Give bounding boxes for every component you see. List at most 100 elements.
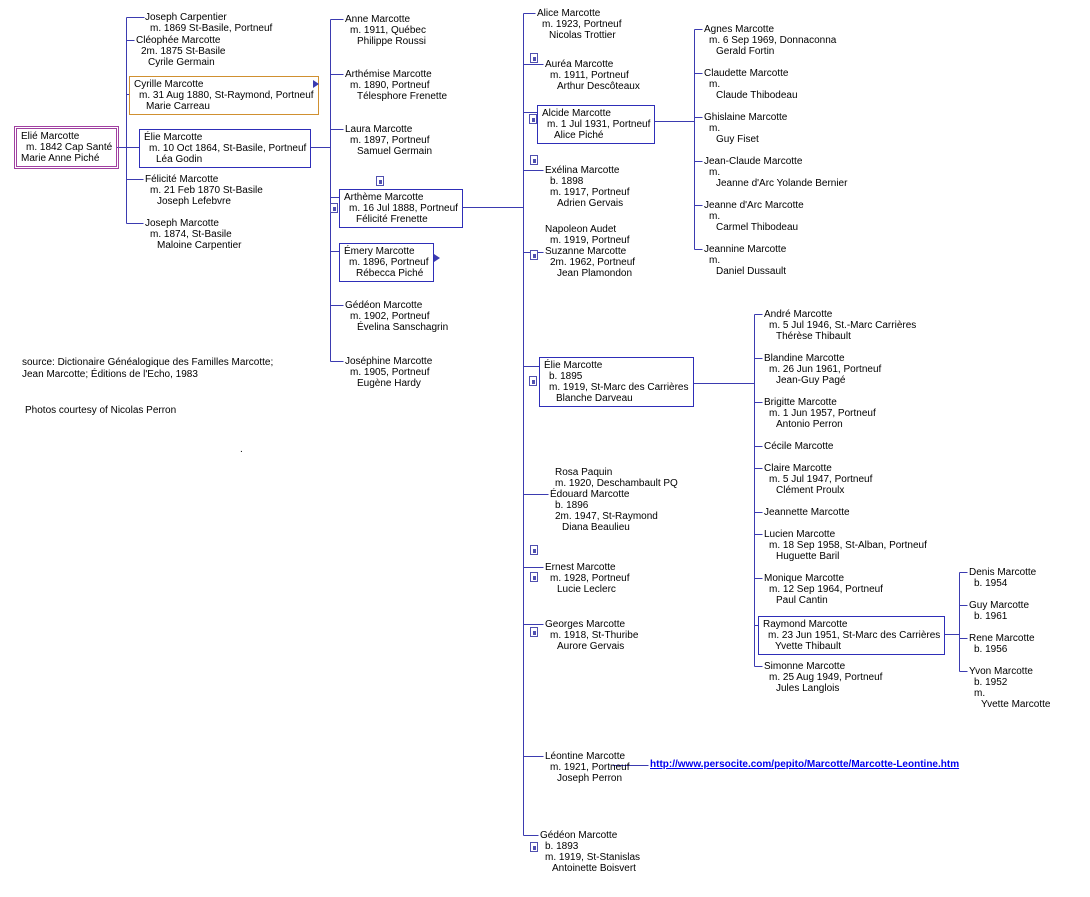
- event-detail: m. 1842 Cap Santé: [26, 142, 113, 153]
- event-detail: 2m. 1962, Portneuf: [550, 257, 636, 268]
- person-name: Joseph Marcotte: [145, 218, 219, 229]
- spouse-name: Adrien Gervais: [557, 198, 624, 209]
- person-cyrille-marcotte: Cyrille Marcotte m. 31 Aug 1880, St-Raym…: [129, 76, 319, 115]
- person-name: Elié Marcotte: [21, 131, 80, 142]
- person-jean-claude-marcotte: Jean-Claude Marcotte m. Jeanne d'Arc Yol…: [704, 156, 847, 189]
- person-elie-marcotte-jr: Élie Marcotte m. 10 Oct 1864, St-Basile,…: [139, 129, 312, 168]
- photo-icon[interactable]: [530, 842, 538, 852]
- event-detail: m. 25 Aug 1949, Portneuf: [769, 672, 883, 683]
- person-name: Simonne Marcotte: [764, 661, 846, 672]
- photo-icon[interactable]: [529, 376, 537, 386]
- source-line-2: Jean Marcotte; Éditions de l'Echo, 1983: [22, 369, 198, 380]
- photo-icon[interactable]: [530, 572, 538, 582]
- event-detail: m. 1920, Deschambault PQ: [555, 478, 678, 489]
- person-edouard-marcotte: Rosa Paquin m. 1920, Deschambault PQ Édo…: [550, 467, 678, 533]
- person-name: Claire Marcotte: [764, 463, 832, 474]
- person-georges-marcotte: Georges Marcotte m. 1918, St-Thuribe Aur…: [545, 619, 638, 652]
- person-agnes-marcotte: Agnes Marcotte m. 6 Sep 1969, Donnaconna…: [704, 24, 836, 57]
- person-name: Cécile Marcotte: [764, 441, 834, 452]
- person-name: Léontine Marcotte: [545, 751, 626, 762]
- person-name: Blandine Marcotte: [764, 353, 845, 364]
- person-anne-marcotte: Anne Marcotte m. 1911, Québec Philippe R…: [345, 14, 426, 47]
- leontine-link[interactable]: http://www.persocite.com/pepito/Marcotte…: [650, 759, 960, 770]
- person-lucien-marcotte: Lucien Marcotte m. 18 Sep 1958, St-Alban…: [764, 529, 927, 562]
- person-name: Gédéon Marcotte: [540, 830, 618, 841]
- person-jeannine-marcotte: Jeannine Marcotte m. Daniel Dussault: [704, 244, 786, 277]
- spouse-name: Évelina Sanschagrin: [357, 322, 449, 333]
- photo-icon[interactable]: [330, 203, 338, 213]
- person-cleophee-marcotte: Cléophée Marcotte 2m. 1875 St-Basile Cyr…: [136, 35, 226, 68]
- person-name: Joseph Carpentier: [145, 12, 227, 23]
- person-name: Alcide Marcotte: [542, 108, 611, 119]
- person-name: Cyrille Marcotte: [134, 79, 204, 90]
- event-detail: m. 1902, Portneuf: [350, 311, 430, 322]
- person-emery-marcotte: Émery Marcotte m. 1896, Portneuf Rébecca…: [339, 243, 434, 282]
- person-name: Auréa Marcotte: [545, 59, 614, 70]
- photo-icon[interactable]: [530, 627, 538, 637]
- person-name: Guy Marcotte: [969, 600, 1030, 611]
- spouse-name: Nicolas Trottier: [549, 30, 616, 41]
- event-detail: m. 1869 St-Basile, Portneuf: [150, 23, 273, 34]
- event-detail: m. 1919, St-Marc des Carrières: [549, 382, 689, 393]
- connector-gen4-gen5-elie: [670, 314, 763, 667]
- person-joseph-carpentier: Joseph Carpentier m. 1869 St-Basile, Por…: [145, 12, 272, 34]
- spouse-name: Diana Beaulieu: [562, 522, 630, 533]
- continuation-arrow-icon: [313, 80, 319, 88]
- person-andre-marcotte: André Marcotte m. 5 Jul 1946, St.-Marc C…: [764, 309, 916, 342]
- person-name: Élie Marcotte: [144, 132, 203, 143]
- event-detail: m. 1917, Portneuf: [550, 187, 630, 198]
- continuation-arrow-icon: [434, 254, 440, 262]
- person-name: Jeannette Marcotte: [764, 507, 850, 518]
- event-detail: m. 5 Jul 1947, Portneuf: [769, 474, 873, 485]
- event-detail: m. 1919, St-Stanislas: [545, 852, 641, 863]
- person-cecile-marcotte: Cécile Marcotte: [764, 441, 833, 452]
- photo-icon[interactable]: [530, 53, 538, 63]
- event-detail: m. 10 Oct 1864, St-Basile, Portneuf: [149, 143, 307, 154]
- photo-icon[interactable]: [529, 114, 537, 124]
- person-elie-marcotte-sr: Elié Marcotte m. 1842 Cap Santé Marie An…: [13, 126, 120, 169]
- photo-icon[interactable]: [530, 155, 538, 165]
- event-detail: m.: [709, 211, 721, 222]
- event-detail: b. 1961: [974, 611, 1008, 622]
- person-joseph-marcotte: Joseph Marcotte m. 1874, St-Basile Maloi…: [145, 218, 242, 251]
- event-detail: m. 1911, Portneuf: [550, 70, 629, 81]
- spouse-name: Guy Fiset: [716, 134, 759, 145]
- person-gedeon-marcotte-g3: Gédéon Marcotte m. 1902, Portneuf Évelin…: [345, 300, 448, 333]
- person-name: Joséphine Marcotte: [345, 356, 433, 367]
- spouse-name: Marie Anne Piché: [21, 153, 100, 164]
- source-line-1: source: Dictionaire Généalogique des Fam…: [22, 357, 274, 368]
- photo-icon[interactable]: [530, 545, 538, 555]
- spouse-name: Rosa Paquin: [555, 467, 613, 478]
- connector-gen4-gen5-alcide: [640, 29, 703, 250]
- spouse-name: Rébecca Piché: [356, 268, 424, 279]
- spouse-name: Jeanne d'Arc Yolande Bernier: [716, 178, 848, 189]
- event-detail: b. 1952: [974, 677, 1008, 688]
- person-name: Jean-Claude Marcotte: [704, 156, 803, 167]
- event-detail: b. 1956: [974, 644, 1008, 655]
- spouse-name: Lucie Leclerc: [557, 584, 616, 595]
- photos-credit-line: Photos courtesy of Nicolas Perron: [25, 405, 177, 416]
- person-felicite-marcotte: Félicité Marcotte m. 21 Feb 1870 St-Basi…: [145, 174, 263, 207]
- spouse-name: Maloine Carpentier: [157, 240, 242, 251]
- event-detail: m. 5 Jul 1946, St.-Marc Carrières: [769, 320, 917, 331]
- person-gedeon-marcotte-g4: Gédéon Marcotte b. 1893 m. 1919, St-Stan…: [540, 830, 640, 874]
- person-name: Anne Marcotte: [345, 14, 411, 25]
- spouse-name: Yvette Marcotte: [981, 699, 1051, 710]
- person-ernest-marcotte: Ernest Marcotte m. 1928, Portneuf Lucie …: [545, 562, 630, 595]
- person-name: Yvon Marcotte: [969, 666, 1033, 677]
- event-detail: m.: [709, 123, 721, 134]
- person-name: Georges Marcotte: [545, 619, 626, 630]
- person-name: Arthème Marcotte: [344, 192, 424, 203]
- person-name: Gédéon Marcotte: [345, 300, 423, 311]
- person-alcide-marcotte: Alcide Marcotte m. 1 Jul 1931, Portneuf …: [537, 105, 656, 144]
- event-detail: m. 1874, St-Basile: [150, 229, 232, 240]
- person-name: Élie Marcotte: [544, 360, 603, 371]
- person-name: Lucien Marcotte: [764, 529, 836, 540]
- photo-icon[interactable]: [530, 250, 538, 260]
- spouse-name: Eugène Hardy: [357, 378, 421, 389]
- photo-icon[interactable]: [376, 176, 384, 186]
- person-brigitte-marcotte: Brigitte Marcotte m. 1 Jun 1957, Portneu…: [764, 397, 876, 430]
- person-claire-marcotte: Claire Marcotte m. 5 Jul 1947, Portneuf …: [764, 463, 872, 496]
- person-name: Laura Marcotte: [345, 124, 413, 135]
